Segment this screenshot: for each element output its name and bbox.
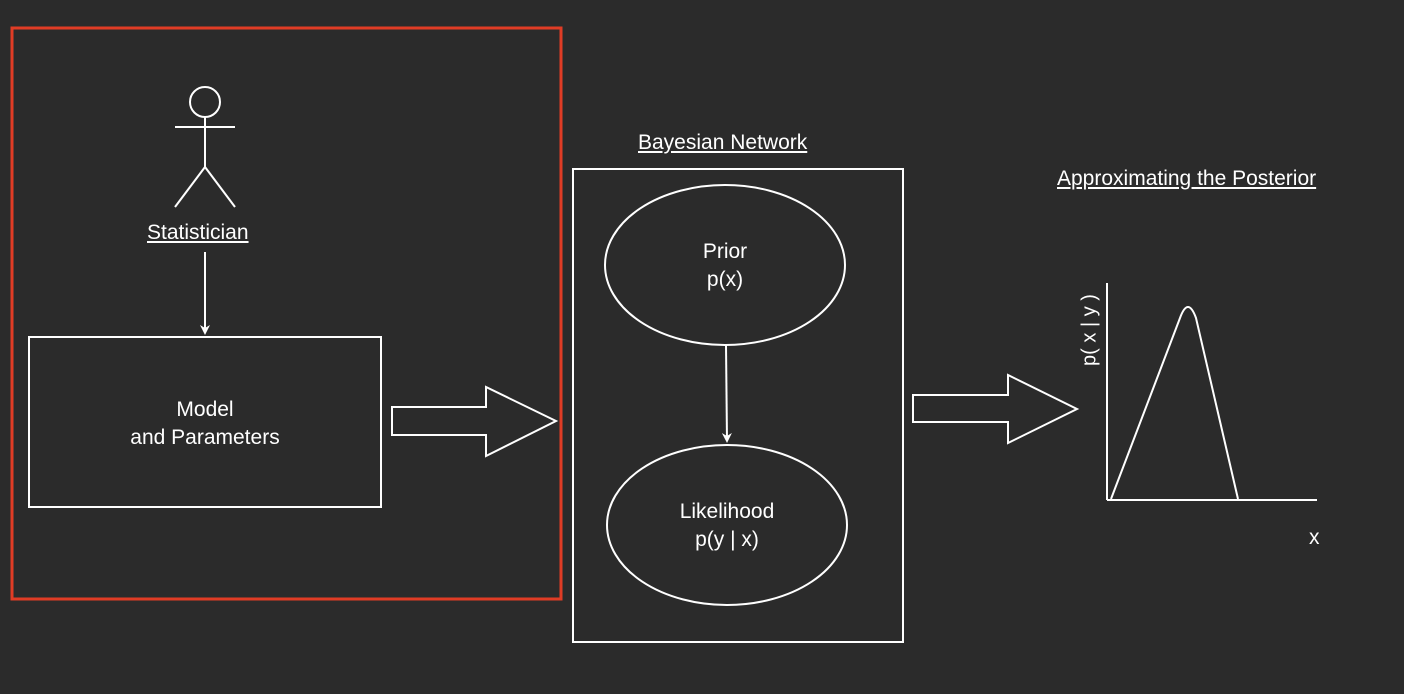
likelihood-node[interactable] (606, 444, 848, 606)
prior-to-likelihood-arrow[interactable] (721, 344, 732, 443)
bayesian-network-box[interactable] (572, 168, 904, 643)
posterior-curve[interactable] (1110, 306, 1239, 500)
prior-label-line2: p(x) (706, 268, 744, 291)
likelihood-label-line2: p(y | x) (695, 528, 759, 551)
model-label: Model and Parameters (29, 396, 381, 452)
posterior-plot-axes (1106, 283, 1317, 501)
prior-label: Prior p(x) (605, 238, 845, 294)
model-box[interactable] (28, 336, 382, 508)
likelihood-label: Likelihood p(y | x) (607, 498, 847, 554)
plot-y-axis-label: p( x | y ) (1078, 294, 1101, 366)
likelihood-label-line1: Likelihood (679, 500, 775, 523)
block-arrow-to-network[interactable] (391, 385, 559, 458)
model-label-line2: and Parameters (130, 426, 280, 449)
posterior-title: Approximating the Posterior (1057, 167, 1317, 190)
prior-node[interactable] (604, 184, 846, 346)
statistician-actor-icon[interactable] (174, 86, 236, 208)
model-label-line1: Model (176, 398, 234, 421)
plot-x-axis-label: x (1309, 526, 1320, 549)
prior-label-line1: Prior (702, 240, 748, 263)
block-arrow-to-posterior[interactable] (912, 373, 1080, 445)
bayesian-network-title: Bayesian Network (638, 131, 808, 154)
selection-highlight-box[interactable] (10, 26, 563, 601)
statistician-label: Statistician (147, 221, 249, 244)
